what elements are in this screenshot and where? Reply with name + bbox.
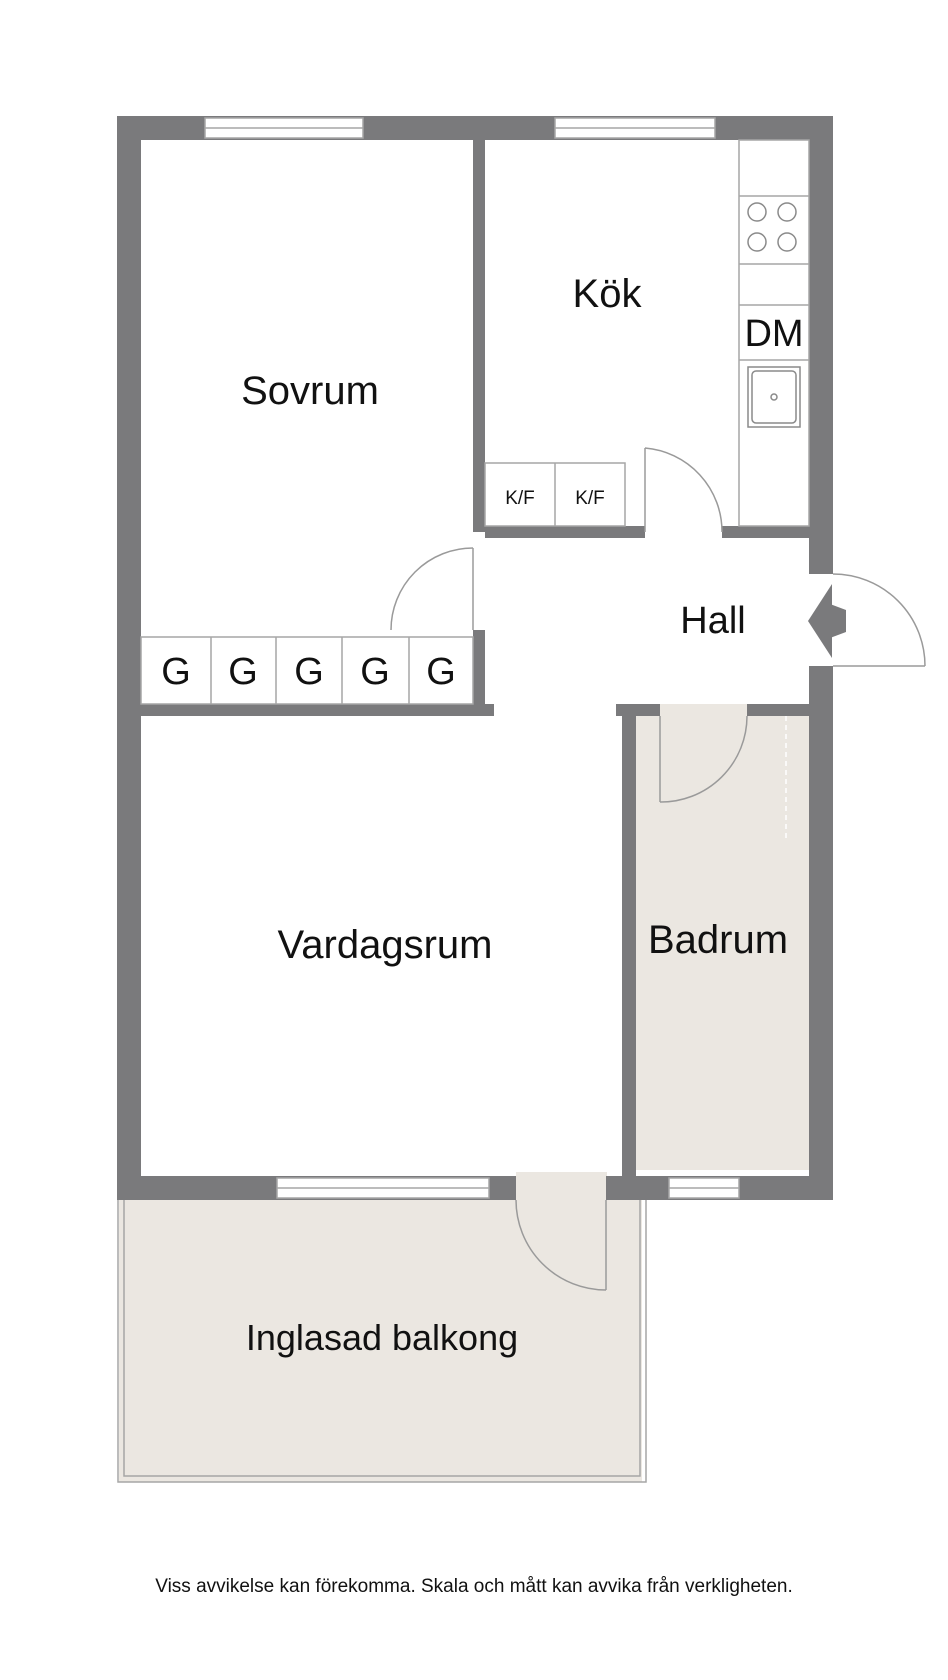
room-label-kok: Kök [573,272,643,316]
dishwasher-label: DM [744,313,803,355]
wardrobe-label: G [228,651,258,693]
disclaimer-text: Viss avvikelse kan förekomma. Skala och … [155,1576,793,1597]
fridge-freezer-label-2: K/F [575,488,605,509]
fridge-freezer-label-1: K/F [505,488,535,509]
bathroom-floor [632,704,810,1170]
room-label-balkong: Inglasad balkong [246,1317,518,1358]
balcony-door-floor [516,1172,607,1192]
fridge-freezer-units [484,462,626,527]
room-label-badrum: Badrum [648,918,788,962]
room-label-hall: Hall [680,600,745,642]
sink-icon [747,366,801,428]
wardrobes [140,636,474,705]
wardrobe-label: G [161,651,191,693]
windows [204,117,740,1199]
stove-icon [747,202,797,252]
wardrobe-label: G [426,651,456,693]
room-label-sovrum: Sovrum [241,369,379,413]
balcony-floor [119,1192,642,1482]
kitchen-counter [738,139,810,527]
wardrobe-label: G [294,651,324,693]
room-label-vardagsrum: Vardagsrum [278,923,493,967]
doors [390,447,926,1291]
balcony-glazing [117,1192,647,1483]
entrance-arrow-icon [808,584,846,658]
wardrobe-label: G [360,651,390,693]
